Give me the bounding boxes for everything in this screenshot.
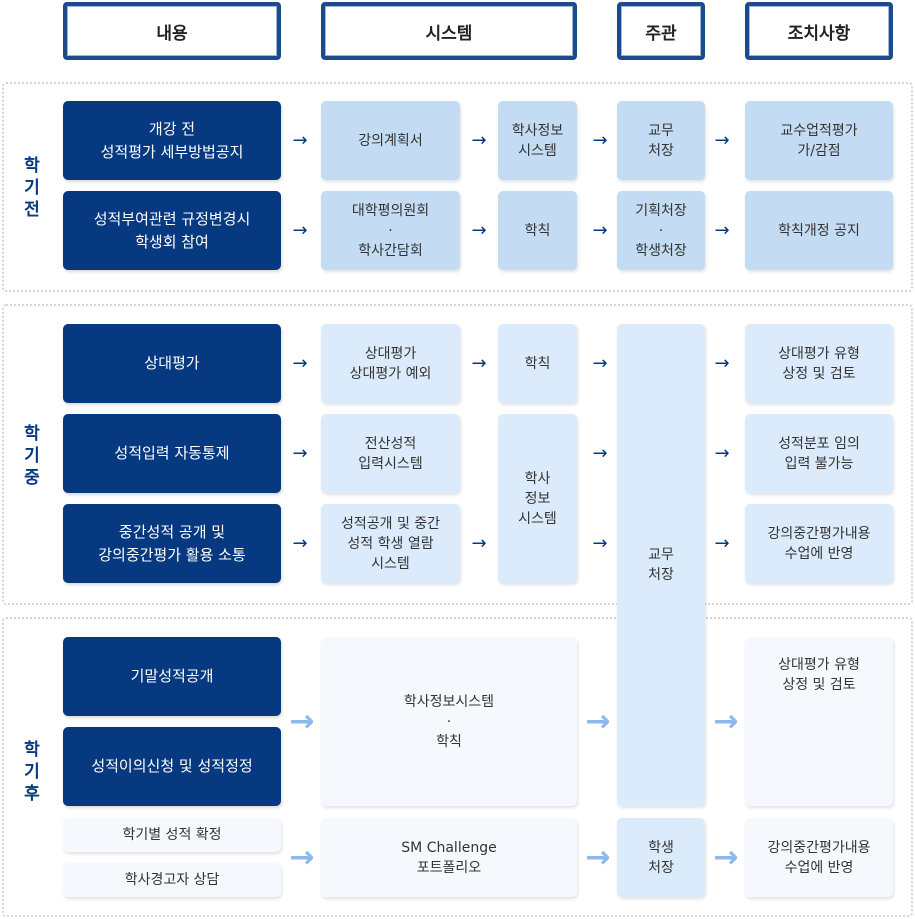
arrow-right-icon: → — [714, 129, 730, 151]
label-before: 학기전 — [24, 155, 40, 220]
arrow-right-icon: → — [592, 532, 608, 554]
arrow-right-icon: → — [714, 442, 730, 464]
section-during — [2, 304, 913, 605]
header-action: 조치사항 — [745, 2, 893, 60]
action-box: 성적분포 임의 입력 불가능 — [745, 414, 893, 493]
action-box: 상대평가 유형 상정 및 검토 — [745, 637, 893, 806]
action-box: 상대평가 유형 상정 및 검토 — [745, 324, 893, 403]
content-box: 개강 전 성적평가 세부방법공지 — [63, 101, 281, 180]
system2-box: 학칙 — [498, 324, 577, 403]
system-box: 강의계획서 — [321, 101, 460, 180]
arrow-right-icon: → — [292, 442, 308, 464]
arrow-right-icon: → — [292, 129, 308, 151]
owner-shared-box: 교무 처장 — [617, 324, 705, 806]
owner-box: 교무 처장 — [617, 101, 705, 180]
arrow-right-icon: → — [592, 219, 608, 241]
system2-box: 학사정보 시스템 — [498, 101, 577, 180]
system2-shared-box: 학사 정보 시스템 — [498, 414, 577, 583]
arrow-right-icon: → — [292, 532, 308, 554]
content-box: 기말성적공개 — [63, 637, 281, 716]
arrow-right-icon: → — [714, 532, 730, 554]
content-box: 중간성적 공개 및 강의중간평가 활용 소통 — [63, 504, 281, 583]
arrow-right-icon: → — [292, 219, 308, 241]
owner-box: 학생 처장 — [617, 818, 705, 897]
content-box: 상대평가 — [63, 324, 281, 403]
content-box: 학기별 성적 확정 — [63, 818, 281, 852]
section-after — [2, 617, 913, 917]
header-content: 내용 — [63, 2, 281, 60]
action-box: 교수업적평가 가/감점 — [745, 101, 893, 180]
content-box: 성적입력 자동통제 — [63, 414, 281, 493]
system-box: SM Challenge 포트폴리오 — [321, 818, 577, 897]
arrow-right-icon: → — [289, 839, 315, 875]
content-box: 성적이의신청 및 성적정정 — [63, 727, 281, 806]
system-box: 대학평의원회 · 학사간담회 — [321, 191, 460, 270]
system-box: 전산성적 입력시스템 — [321, 414, 460, 493]
arrow-right-icon: → — [471, 352, 487, 374]
arrow-right-icon: → — [585, 839, 611, 875]
label-after: 학기후 — [24, 739, 40, 804]
content-box: 성적부여관련 규정변경시 학생회 참여 — [63, 191, 281, 270]
arrow-right-icon: → — [292, 352, 308, 374]
action-box: 강의중간평가내용 수업에 반영 — [745, 504, 893, 583]
owner-box: 기획처장 · 학생처장 — [617, 191, 705, 270]
arrow-right-icon: → — [592, 442, 608, 464]
arrow-right-icon: → — [585, 703, 611, 739]
section-before — [2, 82, 913, 292]
arrow-right-icon: → — [471, 219, 487, 241]
arrow-right-icon: → — [592, 352, 608, 374]
arrow-right-icon: → — [289, 703, 315, 739]
arrow-right-icon: → — [471, 532, 487, 554]
system-box: 학사정보시스템 · 학칙 — [321, 637, 577, 806]
system2-box: 학칙 — [498, 191, 577, 270]
system-box: 성적공개 및 중간 성적 학생 열람 시스템 — [321, 504, 460, 583]
arrow-right-icon: → — [714, 352, 730, 374]
arrow-right-icon: → — [714, 219, 730, 241]
arrow-right-icon: → — [713, 839, 739, 875]
header-owner: 주관 — [617, 2, 705, 60]
label-during: 학기중 — [24, 423, 40, 488]
arrow-right-icon: → — [471, 129, 487, 151]
header-system: 시스템 — [321, 2, 577, 60]
system-box: 상대평가 상대평가 예외 — [321, 324, 460, 403]
arrow-right-icon: → — [592, 129, 608, 151]
arrow-right-icon: → — [713, 703, 739, 739]
action-box: 학칙개정 공지 — [745, 191, 893, 270]
action-box: 강의중간평가내용 수업에 반영 — [745, 818, 893, 897]
content-box: 학사경고자 상담 — [63, 863, 281, 897]
